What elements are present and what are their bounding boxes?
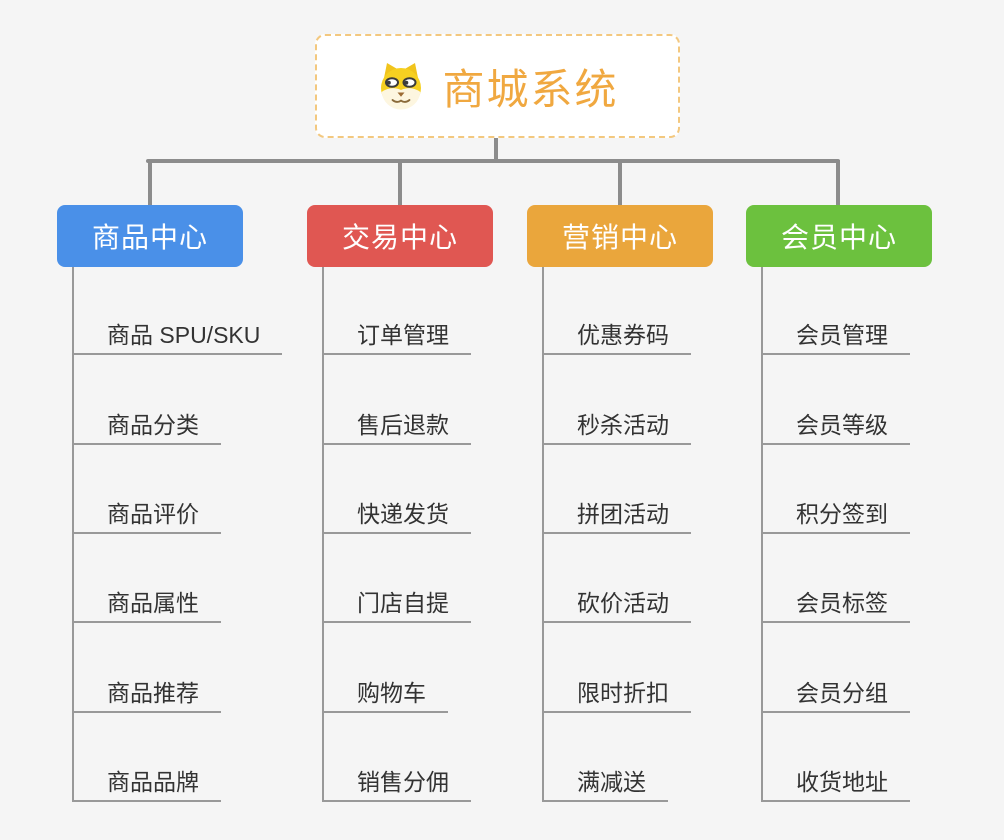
branch-node-product-center[interactable]: 商品中心 xyxy=(57,205,243,267)
leaf-node[interactable]: 秒杀活动 xyxy=(542,407,691,445)
branch-marketing-center: 营销中心 优惠券码秒杀活动拼团活动砍价活动限时折扣满减送 xyxy=(527,205,787,805)
leaf-node[interactable]: 限时折扣 xyxy=(542,675,691,713)
leaf-node[interactable]: 商品属性 xyxy=(72,585,221,623)
connector-drop xyxy=(836,160,840,206)
branch-trunk-line xyxy=(542,267,544,802)
leaf-node[interactable]: 会员标签 xyxy=(761,585,910,623)
leaf-node[interactable]: 拼团活动 xyxy=(542,496,691,534)
branch-node-member-center[interactable]: 会员中心 xyxy=(746,205,932,267)
leaf-node[interactable]: 商品评价 xyxy=(72,496,221,534)
leaf-node[interactable]: 会员等级 xyxy=(761,407,910,445)
branch-items: 会员管理会员等级积分签到会员标签会员分组收货地址 xyxy=(746,205,1004,805)
branch-node-marketing-center[interactable]: 营销中心 xyxy=(527,205,713,267)
leaf-node[interactable]: 商品品牌 xyxy=(72,764,221,802)
connector-root-stem xyxy=(494,138,498,161)
leaf-node[interactable]: 销售分佣 xyxy=(322,764,471,802)
branch-trunk-line xyxy=(72,267,74,802)
connector-rail xyxy=(146,159,840,163)
branch-trade-center: 交易中心 订单管理售后退款快递发货门店自提购物车销售分佣 xyxy=(307,205,567,805)
leaf-node[interactable]: 砍价活动 xyxy=(542,585,691,623)
leaf-node[interactable]: 优惠券码 xyxy=(542,317,691,355)
dog-face-icon xyxy=(381,63,422,110)
connector-drop xyxy=(618,160,622,206)
branch-node-trade-center[interactable]: 交易中心 xyxy=(307,205,493,267)
branch-product-center: 商品中心 商品 SPU/SKU 商品分类商品评价商品属性商品推荐商品品牌 xyxy=(57,205,317,805)
branch-trunk-line xyxy=(322,267,324,802)
leaf-node[interactable]: 商品推荐 xyxy=(72,675,221,713)
leaf-node[interactable]: 订单管理 xyxy=(322,317,471,355)
leaf-node[interactable]: 门店自提 xyxy=(322,585,471,623)
leaf-node[interactable]: 售后退款 xyxy=(322,407,471,445)
leaf-node[interactable]: 收货地址 xyxy=(761,764,910,802)
leaf-node[interactable]: 满减送 xyxy=(542,764,668,802)
leaf-node[interactable]: 商品 SPU/SKU xyxy=(72,317,283,355)
connector-drop xyxy=(398,160,402,206)
branch-items: 订单管理售后退款快递发货门店自提购物车销售分佣 xyxy=(307,205,567,805)
branch-items: 商品 SPU/SKU 商品分类商品评价商品属性商品推荐商品品牌 xyxy=(57,205,317,805)
leaf-node[interactable]: 积分签到 xyxy=(761,496,910,534)
leaf-node[interactable]: 购物车 xyxy=(322,675,448,713)
leaf-node[interactable]: 商品分类 xyxy=(72,407,221,445)
branch-trunk-line xyxy=(761,267,763,802)
leaf-node[interactable]: 会员管理 xyxy=(761,317,910,355)
leaf-node[interactable]: 快递发货 xyxy=(322,496,471,534)
branch-member-center: 会员中心 会员管理会员等级积分签到会员标签会员分组收货地址 xyxy=(746,205,1004,805)
leaf-node[interactable]: 会员分组 xyxy=(761,675,910,713)
connector-drop xyxy=(148,160,152,206)
root-node[interactable]: 商城系统 xyxy=(315,34,680,138)
root-title: 商城系统 xyxy=(442,65,619,113)
branch-items: 优惠券码秒杀活动拼团活动砍价活动限时折扣满减送 xyxy=(527,205,787,805)
